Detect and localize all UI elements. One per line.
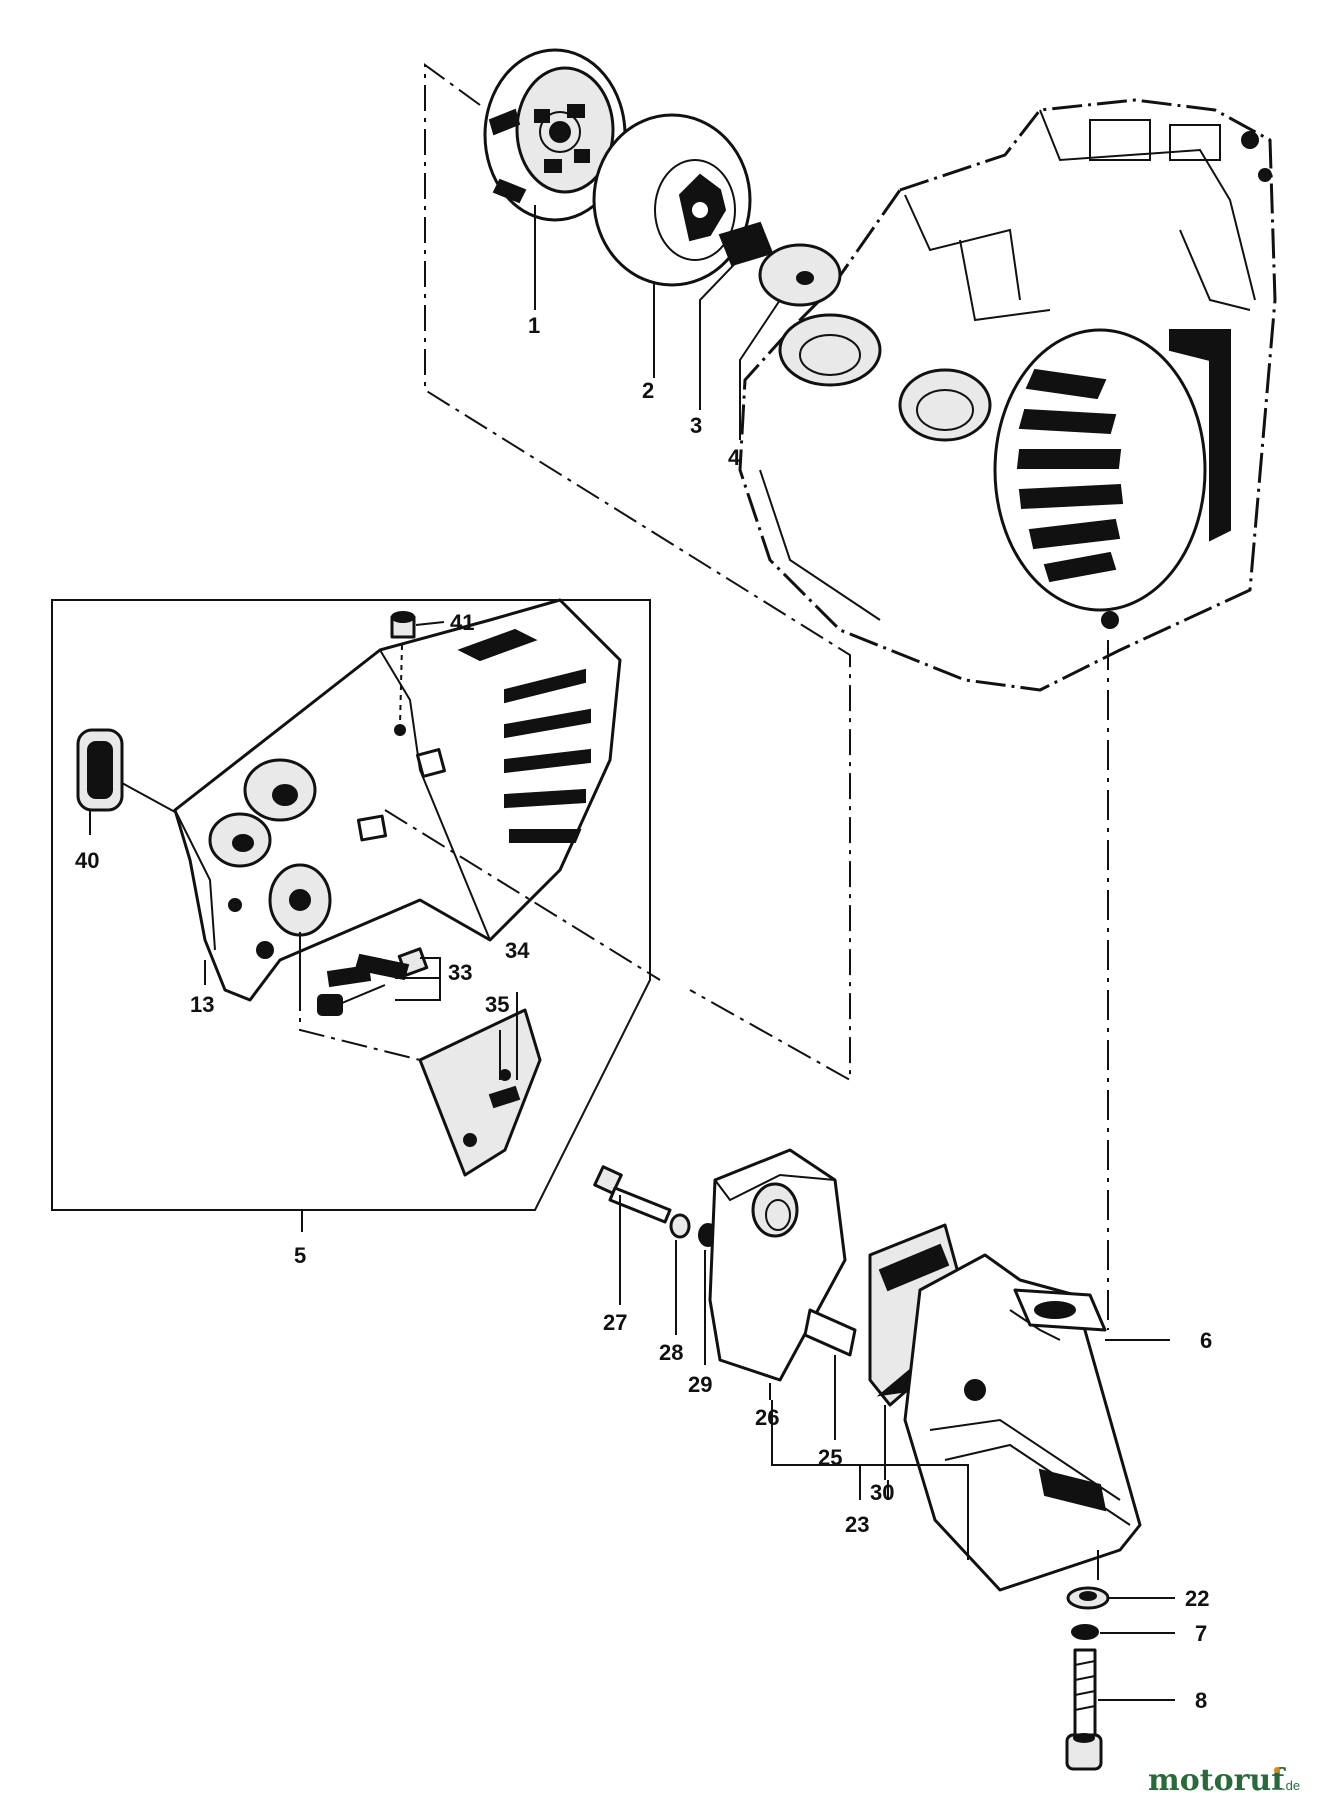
part-13-sprocket-cover [173,598,622,1002]
part-25-spacer [803,1308,857,1357]
part-40-grommet [76,728,124,812]
callout-5: 5 [294,1243,306,1268]
callout-29: 29 [688,1372,712,1397]
part-4-washer [758,243,842,307]
callout-7: 7 [1195,1621,1207,1646]
watermark-logo: motoruf .de [1148,1763,1300,1798]
engine-crankcase [738,98,1277,692]
callout-40: 40 [75,848,99,873]
callout-30: 30 [870,1480,894,1505]
callout-23: 23 [845,1512,869,1537]
callout-27: 27 [603,1310,627,1335]
part-26-muffler-guard [708,1148,847,1382]
callout-25: 25 [818,1445,842,1470]
callout-22: 22 [1185,1586,1209,1611]
part-6-exhaust-gasket [1013,1288,1107,1332]
callout-8: 8 [1195,1688,1207,1713]
flywheel-fins [1016,329,1231,583]
callout-13: 13 [190,992,214,1017]
callout-1: 1 [528,313,540,338]
callout-2: 2 [642,378,654,403]
callout-28: 28 [659,1340,683,1365]
part-41-plug [390,611,416,639]
watermark-brand: motoruf [1148,1763,1286,1798]
callout-33: 33 [448,960,472,985]
watermark-tld: .de [1282,1778,1300,1793]
part-7-lock-washer [1071,1624,1099,1640]
callout-41: 41 [450,610,474,635]
part-34-bar-plate [418,1008,542,1177]
callout-34: 34 [505,938,530,963]
part-2-clutch-drum [592,113,752,287]
watermark-dot [1274,1767,1280,1773]
part-28-washer [669,1213,691,1239]
callout-35: 35 [485,992,509,1017]
callout-3: 3 [690,413,702,438]
part-1-clutch [483,48,627,222]
part-8-bolt [1065,1648,1103,1771]
callout-26: 26 [755,1405,779,1430]
assembly-5-frame [51,599,651,1211]
callout-4: 4 [728,445,741,470]
part-23-muffler [903,1253,1142,1592]
part-22-washer [1066,1586,1110,1610]
callout-6: 6 [1200,1328,1212,1353]
part-27-bolt [593,1165,672,1224]
part-33-adjuster [317,947,429,1016]
cover-vents [457,628,591,843]
